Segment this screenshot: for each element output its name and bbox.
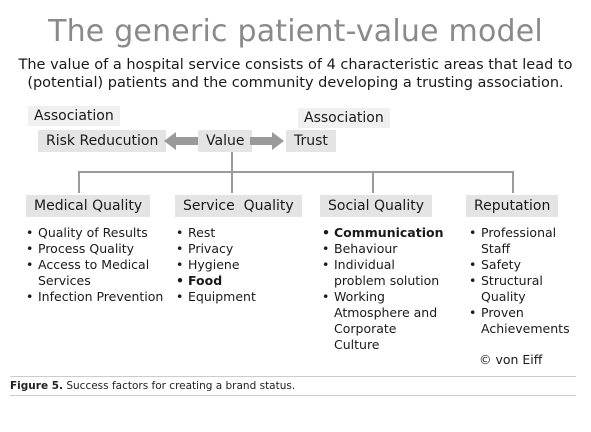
list-item: Access to Medical Services [22, 257, 172, 289]
connector-medical [78, 171, 80, 193]
connector-social [372, 171, 374, 193]
list-item: Behaviour [318, 241, 444, 257]
list-item: Food [172, 273, 302, 289]
list-social-quality: CommunicationBehaviourIndividual problem… [318, 225, 444, 353]
list-service-quality: RestPrivacyHygieneFoodEquipment [172, 225, 302, 305]
arrow-right-icon [250, 132, 284, 150]
caption-divider-bottom [10, 395, 576, 396]
caption-text: Success factors for creating a brand sta… [63, 380, 296, 392]
list-item: Working Atmosphere and Corporate Culture [318, 289, 444, 353]
header-social-quality: Social Quality [320, 195, 432, 217]
list-item: Professional Staff [465, 225, 575, 257]
connector-service [231, 171, 233, 193]
header-service-quality: Service Quality [175, 195, 302, 217]
arrow-left-icon [164, 132, 198, 150]
association-left-label: Association [28, 106, 120, 126]
list-item: Equipment [172, 289, 302, 305]
list-item: Quality of Results [22, 225, 172, 241]
list-item: Rest [172, 225, 302, 241]
trust-box: Trust [286, 130, 336, 152]
subtitle-line-2: (potential) patients and the community d… [27, 75, 564, 91]
list-item: Safety [465, 257, 575, 273]
list-item: Infection Prevention [22, 289, 172, 305]
caption-label: Figure 5. [10, 380, 64, 392]
connector-horizontal [78, 171, 514, 173]
risk-reduction-box: Risk Reducution [38, 130, 167, 152]
copyright-text: © von Eiff [479, 352, 543, 367]
list-reputation: Professional StaffSafetyStructural Quali… [465, 225, 575, 337]
header-medical-quality: Medical Quality [26, 195, 151, 217]
list-medical-quality: Quality of ResultsProcess QualityAccess … [22, 225, 172, 305]
list-item: Process Quality [22, 241, 172, 257]
diagram-title: The generic patient-value model [48, 14, 543, 49]
subtitle-line-1: The value of a hospital service consists… [18, 57, 573, 73]
header-reputation: Reputation [466, 195, 559, 217]
figure-caption: Figure 5. Success factors for creating a… [10, 380, 295, 392]
list-item: Proven Achievements [465, 305, 575, 337]
list-item: Privacy [172, 241, 302, 257]
association-right-label: Association [298, 108, 390, 128]
connector-reputation [512, 171, 514, 193]
value-box: Value [198, 130, 253, 152]
list-item: Hygiene [172, 257, 302, 273]
list-item: Structural Quality [465, 273, 575, 305]
list-item: Individual problem solution [318, 257, 444, 289]
connector-vertical-main [231, 152, 233, 172]
caption-divider-top [10, 376, 576, 377]
list-item: Communication [318, 225, 444, 241]
